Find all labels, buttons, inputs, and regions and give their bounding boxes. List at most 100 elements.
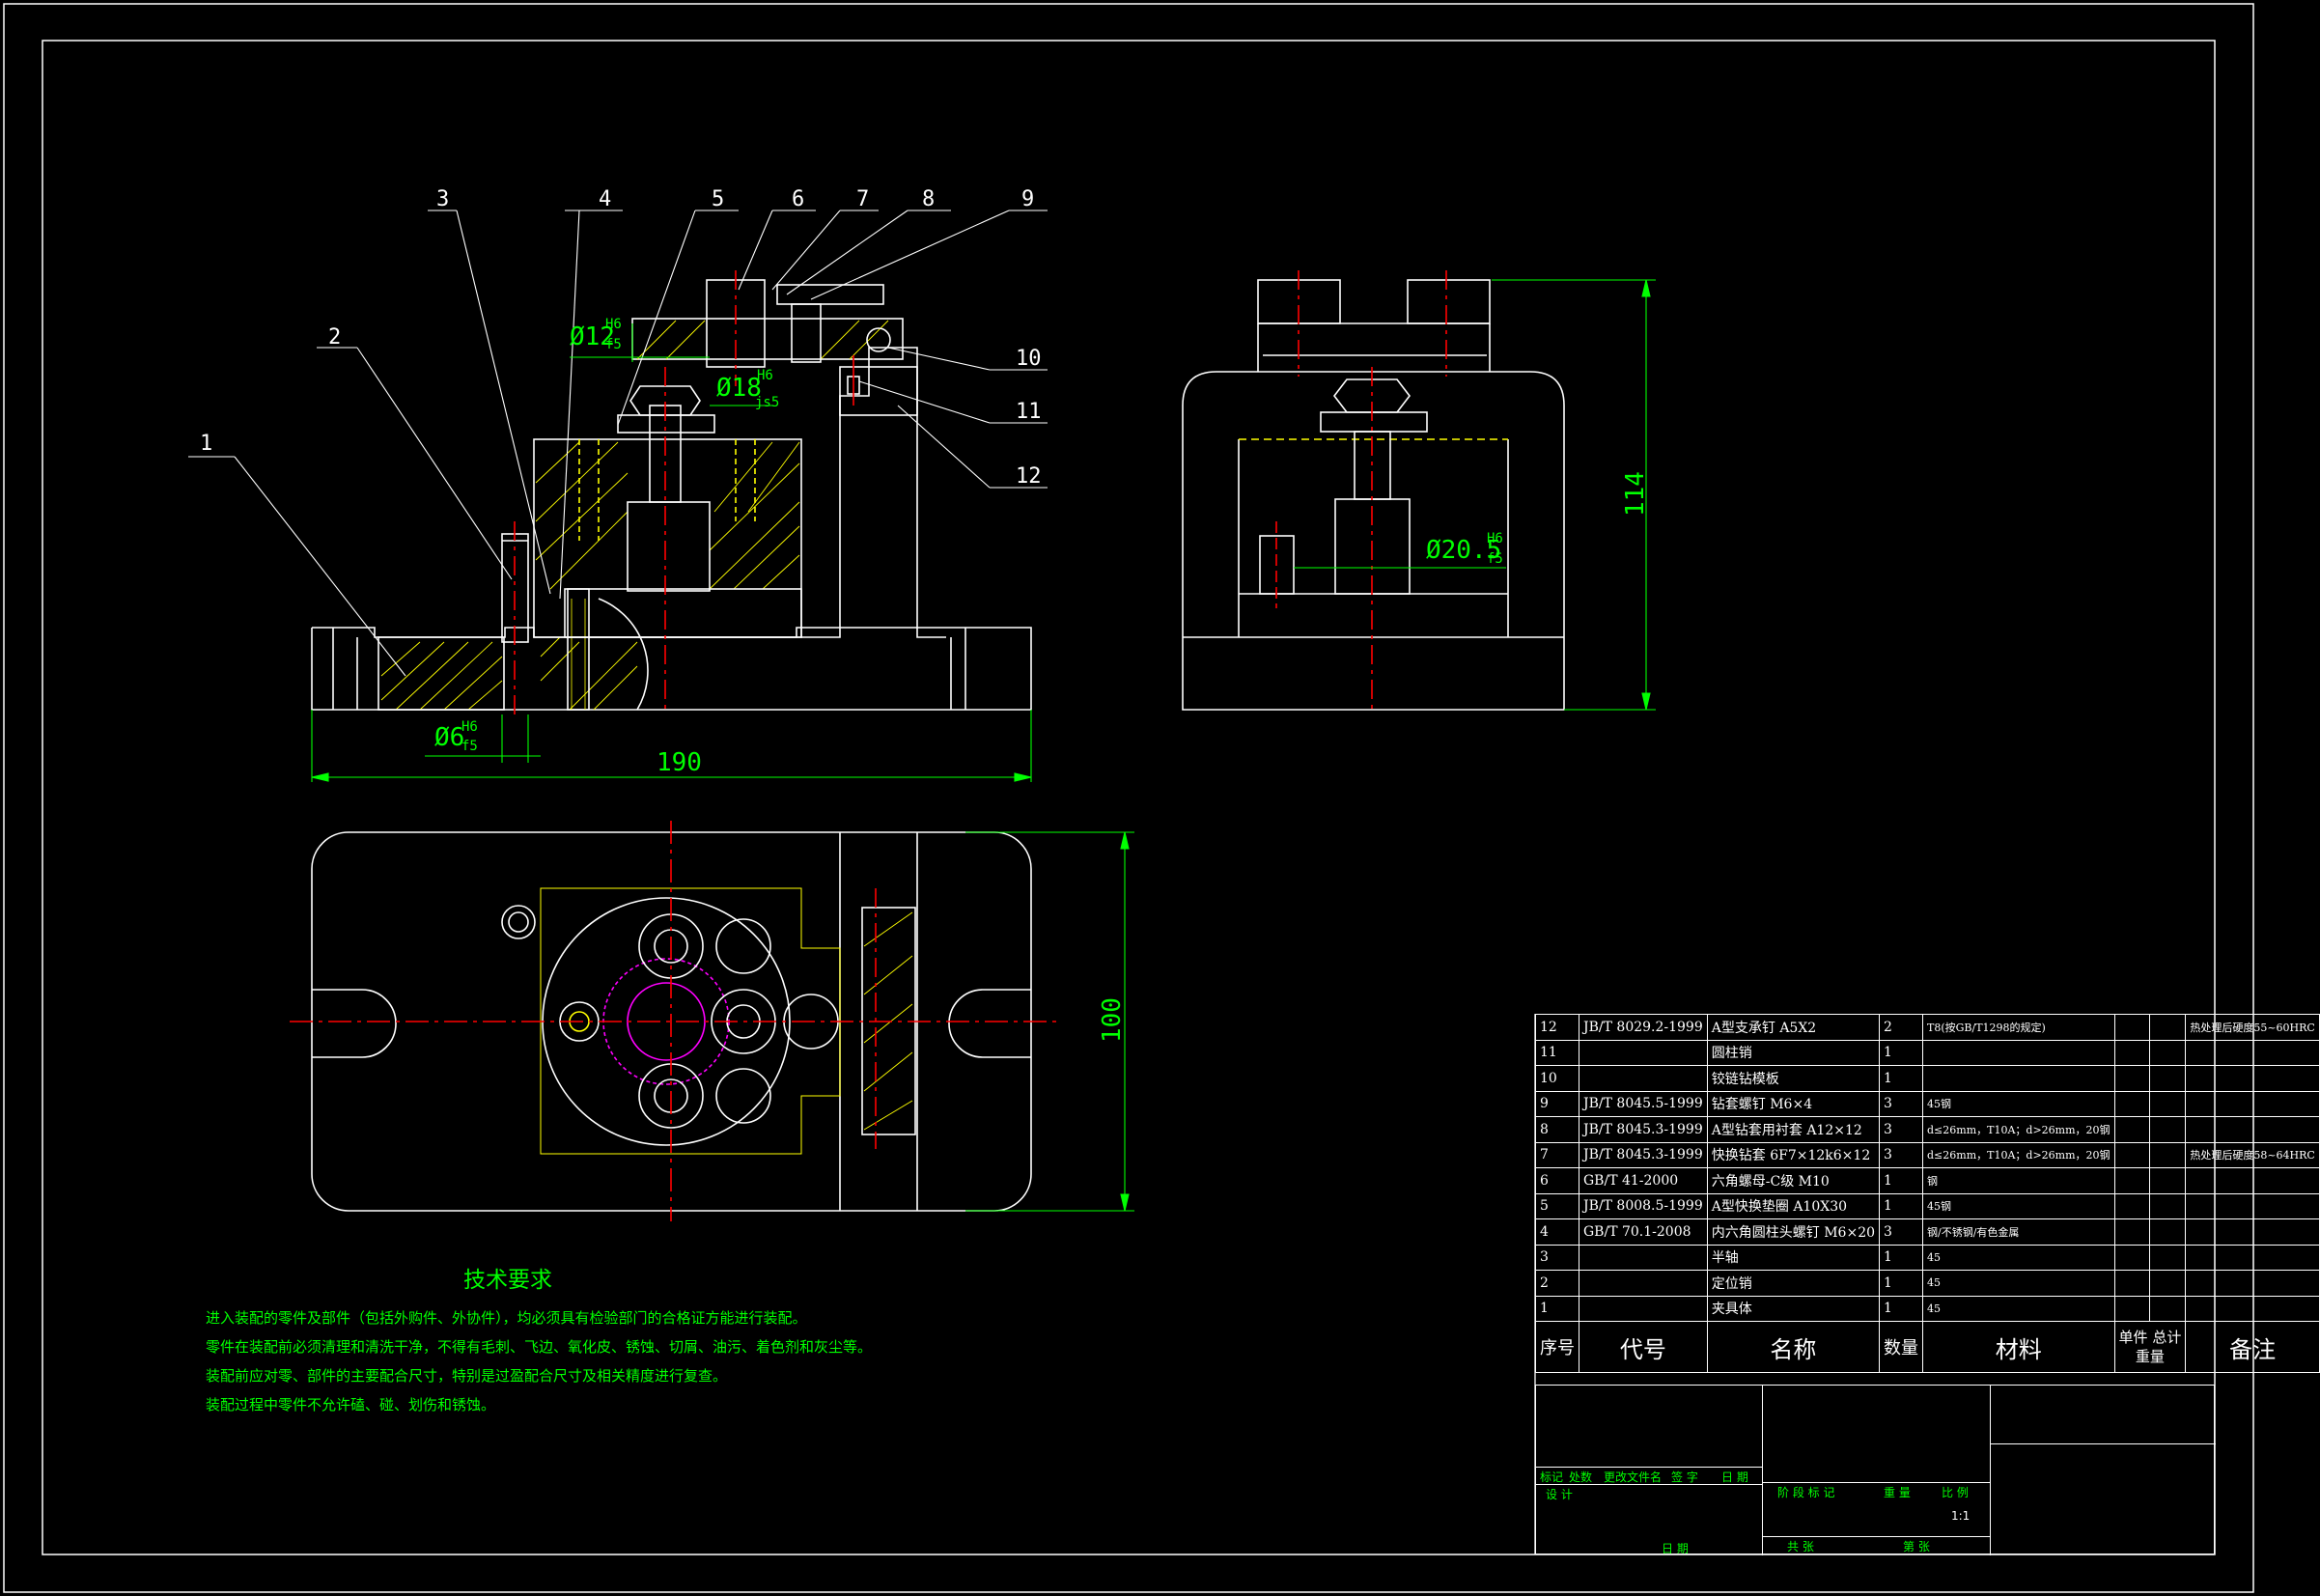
bom-cell-mat: T8(按GB/T1298的规定)	[1922, 1014, 2115, 1041]
bom-cell-mat: 45	[1922, 1244, 2115, 1271]
bom-cell-no: 9	[1535, 1090, 1579, 1117]
bom-cell-qty: 1	[1879, 1167, 1924, 1194]
tech-title: 技术要求	[463, 1268, 552, 1293]
bom-cell-note	[2185, 1218, 2320, 1246]
balloon-11: 11	[1016, 400, 1042, 424]
bom-cell-total	[2149, 1218, 2187, 1246]
bom-cell-name: 定位销	[1706, 1270, 1881, 1297]
balloon-9: 9	[1021, 187, 1034, 211]
bom-cell-unit	[2113, 1090, 2151, 1117]
balloon-2: 2	[328, 325, 341, 350]
bom-cell-no: 4	[1535, 1218, 1579, 1246]
side-dimension-text: 114 Ø20.5 H6 f5	[1426, 471, 1650, 567]
balloon-5: 5	[712, 187, 724, 211]
bom-cell-unit	[2113, 1141, 2151, 1168]
bom-cell-unit	[2113, 1116, 2151, 1143]
bom-cell-note	[2185, 1039, 2320, 1066]
bom-cell-code	[1579, 1270, 1708, 1297]
bom-cell-unit	[2113, 1295, 2151, 1322]
bom-cell-code: JB/T 8008.5-1999	[1579, 1192, 1708, 1219]
balloon-4: 4	[599, 187, 611, 211]
bom-cell-name: 钻套螺钉 M6×4	[1706, 1090, 1881, 1117]
bom-cell-no: 7	[1535, 1141, 1579, 1168]
tb-stage: 阶 段 标 记	[1777, 1486, 1835, 1499]
tb-sign: 签 字	[1671, 1470, 1698, 1484]
title-block: 标记 处数 更改文件名 签 字 日 期 设 计 日 期 阶 段 标 记 重 量 …	[1535, 1385, 2216, 1555]
bom-cell-name: A型钻套用衬套 A12×12	[1706, 1116, 1881, 1143]
bom-cell-unit	[2113, 1192, 2151, 1219]
bom-cell-total	[2149, 1192, 2187, 1219]
svg-text:H6: H6	[1487, 531, 1503, 546]
bom-cell-code: JB/T 8045.3-1999	[1579, 1141, 1708, 1168]
bom-cell-note	[2185, 1090, 2320, 1117]
bom-cell-qty: 3	[1879, 1090, 1924, 1117]
bom-cell-qty: 3	[1879, 1141, 1924, 1168]
bom-cell-name: 内六角圆柱头螺钉 M6×20	[1706, 1218, 1881, 1246]
tb-date2: 日 期	[1662, 1542, 1689, 1555]
tech-line-2: 零件在装配前必须清理和清洗干净，不得有毛刺、飞边、氧化皮、锈蚀、切屑、油污、着色…	[206, 1338, 873, 1356]
dim-d20-5: Ø20.5	[1426, 536, 1501, 565]
bom-cell-note	[2185, 1167, 2320, 1194]
svg-text:f5: f5	[1487, 551, 1503, 567]
bom-cell-name: 半轴	[1706, 1244, 1881, 1271]
dim-100: 100	[1098, 997, 1127, 1043]
bom-cell-no: 10	[1535, 1065, 1579, 1092]
bom-cell-unit	[2113, 1014, 2151, 1041]
bom-cell-note	[2185, 1192, 2320, 1219]
engineering-drawing: 1 2 3 4 5 6 7 8 9 10 11 12 Ø12 H6 f5 Ø18…	[3, 3, 2254, 1593]
tb-mark: 标记	[1540, 1470, 1564, 1484]
balloon-leaders	[188, 210, 1048, 677]
bom-cell-total	[2149, 1295, 2187, 1322]
dim-d12: Ø12	[570, 322, 615, 351]
dim-190: 190	[657, 748, 702, 777]
bom-cell-qty: 3	[1879, 1218, 1924, 1246]
bom-cell-code	[1579, 1244, 1708, 1271]
bom-cell-name: A型支承钉 A5X2	[1706, 1014, 1881, 1041]
bom-cell-code: JB/T 8045.5-1999	[1579, 1090, 1708, 1117]
bom-cell-qty: 1	[1879, 1270, 1924, 1297]
tech-line-3: 装配前应对零、部件的主要配合尺寸，特别是过盈配合尺寸及相关精度进行复查。	[206, 1367, 728, 1385]
bom-cell-name: 铰链钻模板	[1706, 1065, 1881, 1092]
tb-date: 日 期	[1721, 1470, 1748, 1484]
bom-cell-mat: 45	[1922, 1270, 2115, 1297]
bom-cell-note	[2185, 1244, 2320, 1271]
bom-cell-name: 六角螺母-C级 M10	[1706, 1167, 1881, 1194]
front-dimension-text: Ø12 H6 f5 Ø18 H6 js5 Ø6 H6 f5 190	[434, 317, 779, 777]
bom-cell-unit	[2113, 1270, 2151, 1297]
tb-total-sheets: 共 张	[1787, 1540, 1814, 1554]
bom-cell-note: 热处理后硬度58~64HRC	[2185, 1141, 2320, 1168]
tech-line-1: 进入装配的零件及部件（包括外购件、外协件），均必须具有检验部门的合格证方能进行装…	[206, 1309, 807, 1327]
bom-cell-mat: 45钢	[1922, 1192, 2115, 1219]
bom-cell-qty: 2	[1879, 1014, 1924, 1041]
tb-scale: 1:1	[1951, 1509, 1971, 1523]
balloon-8: 8	[922, 187, 935, 211]
bom-cell-no: 3	[1535, 1244, 1579, 1271]
dim-d18: Ø18	[716, 374, 762, 403]
bom-cell-no: 12	[1535, 1014, 1579, 1041]
svg-text:f5: f5	[461, 739, 478, 754]
bom-cell-note	[2185, 1270, 2320, 1297]
side-view	[1182, 270, 1565, 714]
tech-line-4: 装配过程中零件不允许磕、碰、划伤和锈蚀。	[206, 1396, 496, 1414]
balloon-1: 1	[200, 432, 212, 456]
bom-cell-mat: 钢/不锈钢/有色金属	[1922, 1218, 2115, 1246]
bom-cell-total	[2149, 1244, 2187, 1271]
bom-cell-unit	[2113, 1244, 2151, 1271]
bom-cell-code	[1579, 1065, 1708, 1092]
bom-cell-qty: 1	[1879, 1295, 1924, 1322]
bom-cell-mat	[1922, 1039, 2115, 1066]
svg-text:H6: H6	[461, 719, 478, 735]
bom-cell-mat: 钢	[1922, 1167, 2115, 1194]
bom-cell-total	[2149, 1141, 2187, 1168]
bom-cell-mat: d≤26mm，T10A；d>26mm，20钢	[1922, 1116, 2115, 1143]
bom-cell-code	[1579, 1039, 1708, 1066]
balloon-12: 12	[1016, 464, 1042, 489]
bom-cell-total	[2149, 1065, 2187, 1092]
